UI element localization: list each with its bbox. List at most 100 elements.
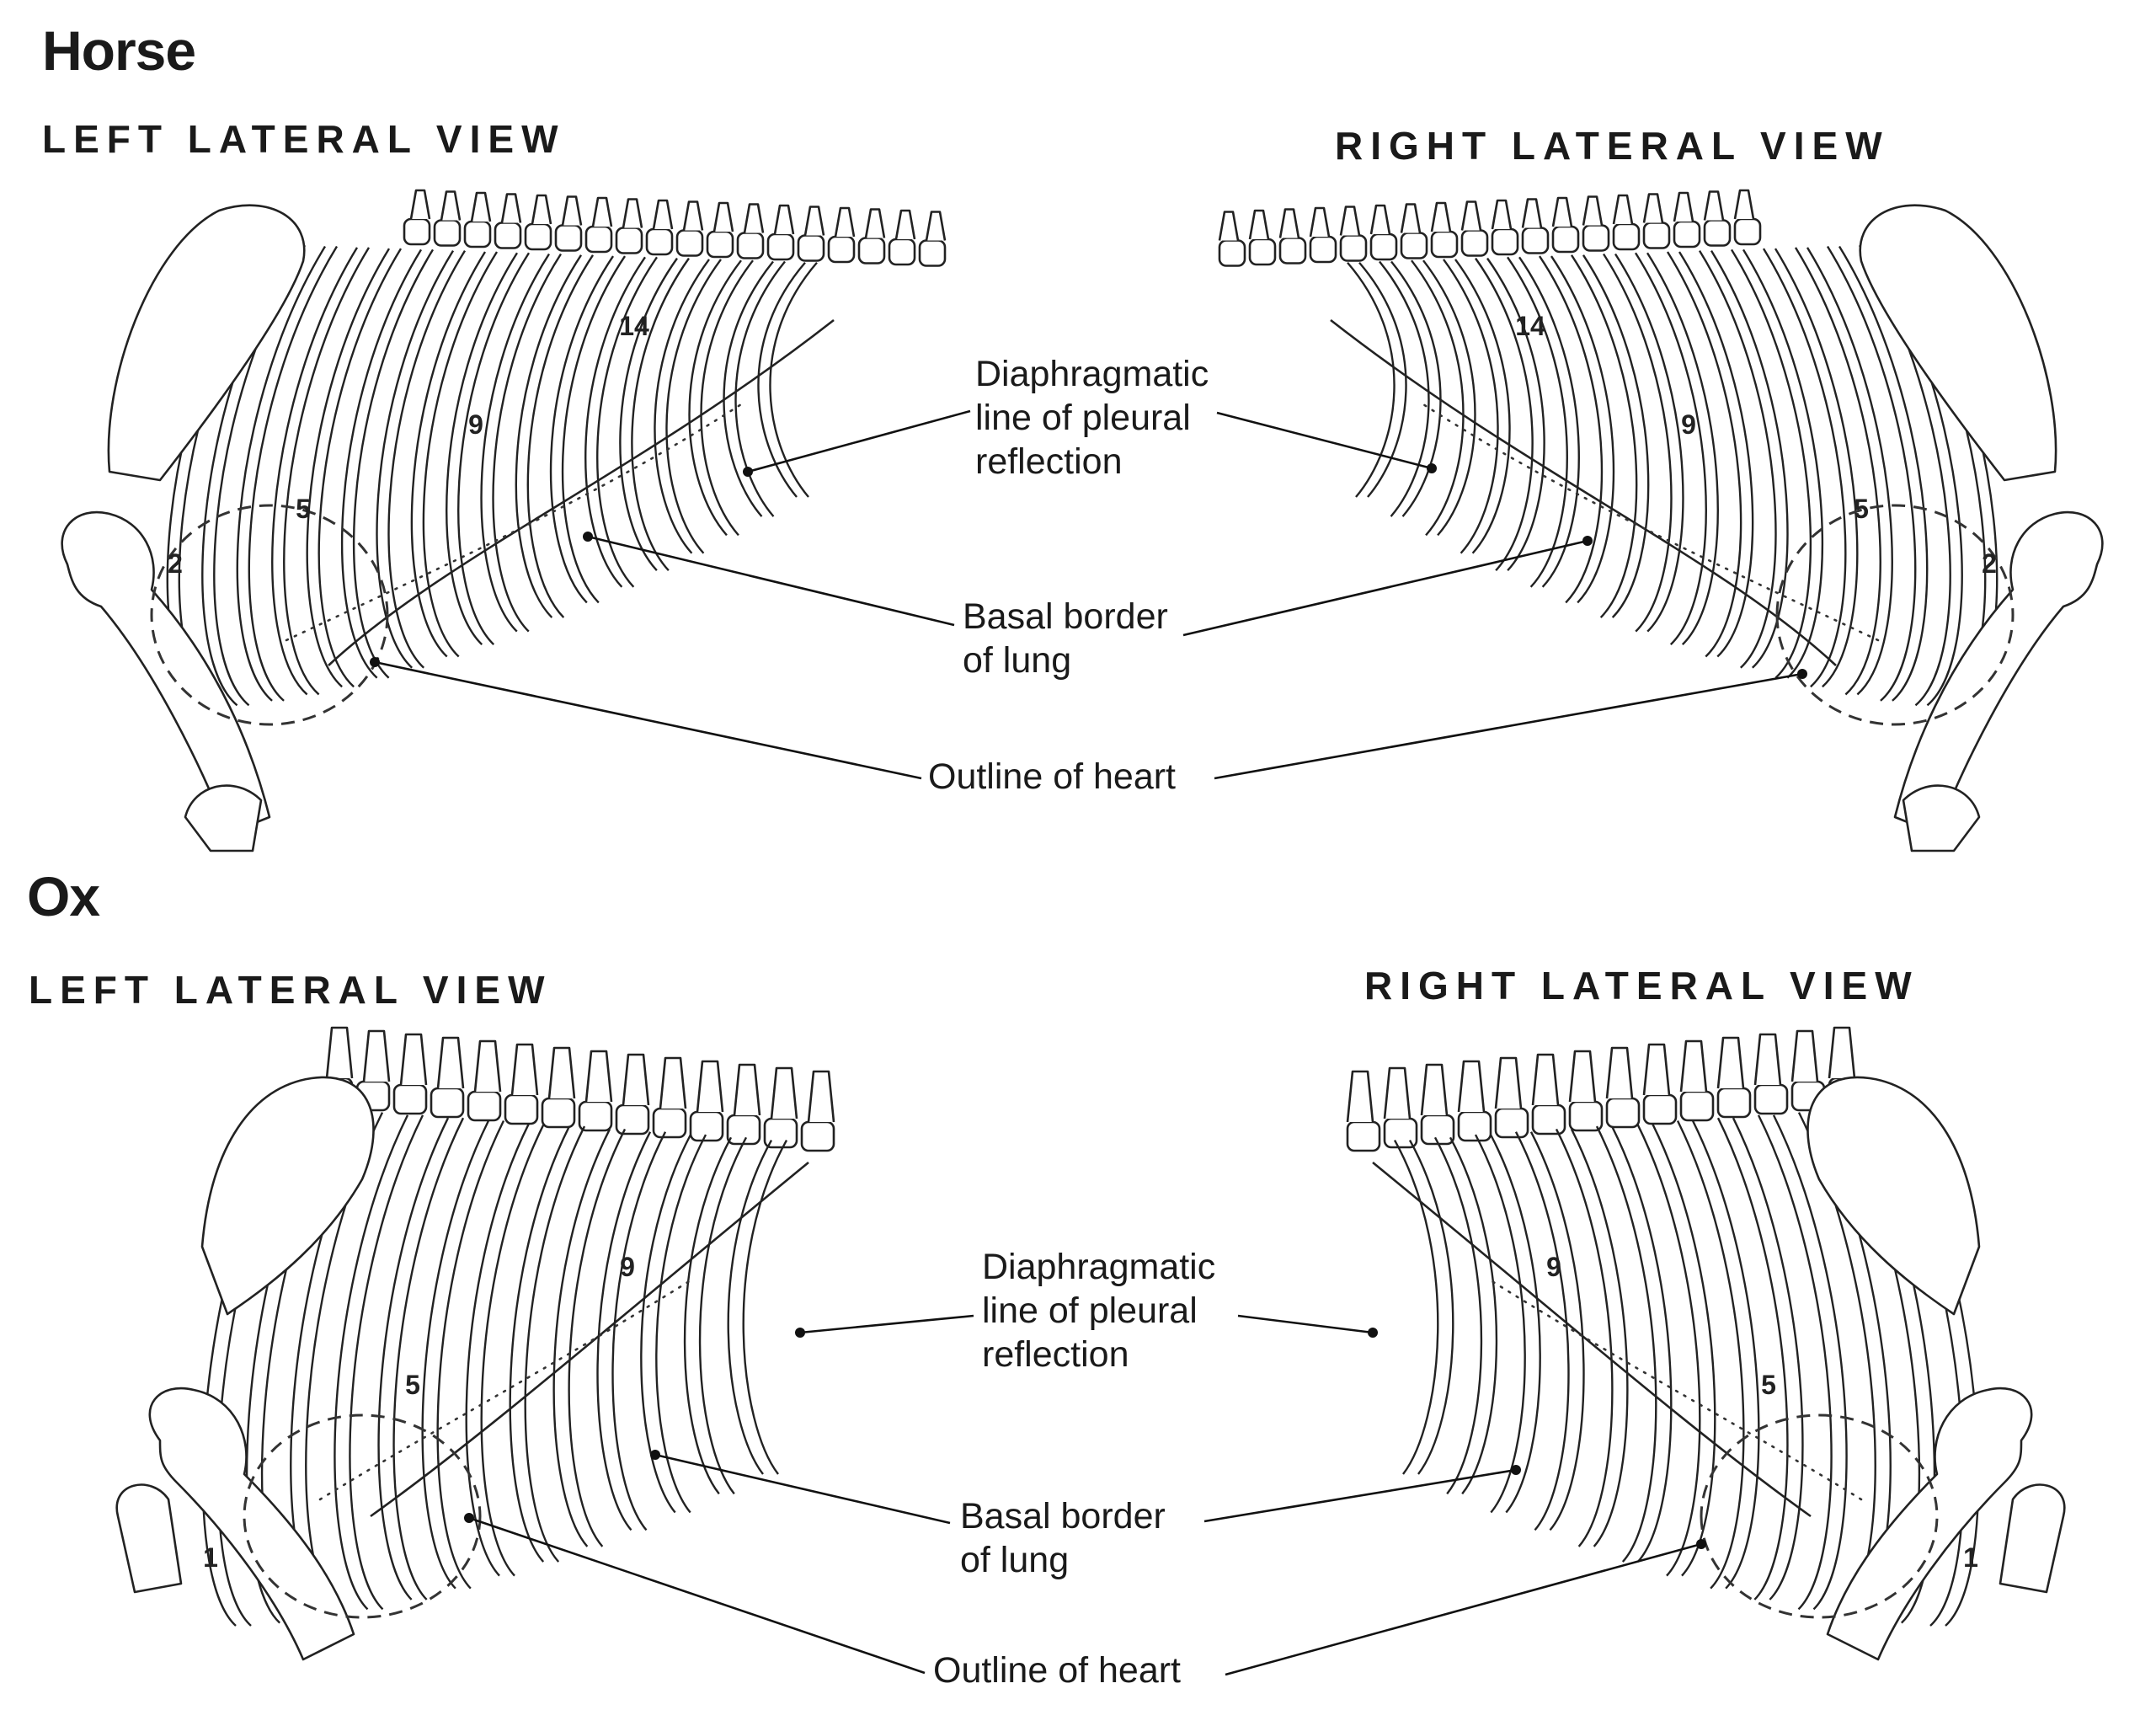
ox-leader-lines	[464, 1314, 1706, 1676]
horse-right-rib	[1422, 259, 1476, 537]
ox-right-vertebra	[1568, 1100, 1604, 1132]
horse-right-rib-number-9: 9	[1681, 409, 1696, 440]
horse-right-rib-edge	[1507, 256, 1568, 588]
ox-right-spinous-process	[1420, 1063, 1449, 1116]
horse-right-spinous-process	[1430, 201, 1452, 232]
horse-left-rib-number-14: 14	[619, 311, 649, 341]
horse-left-spinous-process	[834, 206, 856, 238]
ox-heart-outline-label: Outline of heart	[933, 1650, 1182, 1691]
ox-left-skeleton: 159	[115, 1026, 835, 1661]
horse-left-rib	[757, 261, 806, 498]
horse-right-rib	[1774, 248, 1859, 688]
horse-right-vertebra	[1218, 239, 1246, 267]
horse-right-forelimb	[1902, 784, 1981, 852]
ox-left-rib-number-9: 9	[620, 1252, 635, 1282]
horse-right-rib	[1710, 250, 1789, 669]
ox-right-spinous-process	[1568, 1050, 1597, 1103]
horse-right-basal-border-line	[1422, 403, 1880, 642]
horse-leader-lines	[370, 409, 1807, 780]
horse-left-rib-edge	[526, 254, 595, 618]
ox-left-vertebra	[652, 1107, 687, 1139]
ox-left-rib-edge	[436, 1119, 505, 1590]
horse-right-rib	[1646, 252, 1719, 646]
horse-left-rib-edge	[422, 251, 499, 658]
horse-left-vertebra	[675, 229, 704, 257]
horse-left-spinous-process	[440, 190, 462, 221]
ox-left-spinous-process	[547, 1046, 576, 1099]
horse-right-rib	[1806, 247, 1893, 696]
horse-right-rib-edge	[1666, 251, 1742, 658]
horse-left-rib	[549, 255, 614, 604]
ox-right-skeleton: 159	[1346, 1026, 2066, 1661]
horse-right-vertebra	[1339, 234, 1368, 262]
horse-right-diaphragm-dot	[1427, 463, 1437, 473]
ox-left-spinous-process	[399, 1033, 428, 1086]
ox-right-rib-edge	[1555, 1128, 1614, 1547]
ox-right-rib-edge	[1676, 1119, 1745, 1590]
horse-left-rib	[654, 259, 710, 554]
horse-right-rib	[1742, 248, 1824, 679]
ox-left-rib	[334, 1114, 409, 1611]
ox-left-vertebra	[615, 1103, 650, 1136]
ox-right-spinous-process	[1531, 1053, 1560, 1106]
ox-left-heart-leader	[468, 1516, 926, 1675]
horse-left-vertebra	[736, 232, 765, 259]
horse-right-rib	[1486, 257, 1545, 572]
horse-left-scapula	[107, 204, 306, 482]
horse-left-spinous-process	[925, 211, 947, 241]
ox-right-vertebra	[1642, 1093, 1678, 1125]
horse-right-spinous-process	[1309, 206, 1331, 238]
horse-left-spinous-process	[712, 201, 734, 232]
ox-right-rib-edge	[1433, 1136, 1483, 1495]
ox-right-vertebra	[1679, 1090, 1715, 1122]
horse-left-spinous-process	[531, 194, 552, 225]
horse-left-vertebra	[554, 224, 583, 252]
horse-right-rib-edge	[1443, 259, 1499, 554]
ox-diaphragmatic-label: Diaphragmatic line of pleural reflection	[982, 1247, 1216, 1375]
horse-left-heart-dot	[370, 657, 380, 667]
horse-right-spinous-process	[1673, 191, 1694, 222]
ox-right-vertebra	[1753, 1083, 1789, 1115]
ox-left-spinous-process	[473, 1039, 502, 1093]
ox-right-view-heading: RIGHT LATERAL VIEW	[1364, 964, 1919, 1007]
horse-right-view-heading: RIGHT LATERAL VIEW	[1335, 124, 1890, 168]
horse-left-diaphragmatic-line	[328, 318, 835, 666]
horse-left-rib-edge	[631, 257, 690, 572]
ox-left-vertebra	[800, 1120, 835, 1152]
ox-left-heart-outline	[243, 1413, 482, 1619]
horse-right-rib-edge	[1539, 255, 1604, 604]
horse-left-basal-leader	[587, 535, 955, 627]
horse-right-rib	[1550, 255, 1615, 604]
horse-right-spinous-process	[1733, 189, 1755, 220]
ox-right-rib	[1691, 1119, 1760, 1590]
horse-right-spinous-process	[1551, 196, 1573, 227]
horse-left-rib	[723, 260, 774, 517]
ox-right-spinous-process	[1494, 1056, 1523, 1109]
ox-left-rib-number-1: 1	[203, 1542, 218, 1573]
ox-left-basal-leader	[654, 1453, 951, 1525]
horse-right-rib-edge	[1698, 250, 1777, 669]
ox-left-vertebral-column	[318, 1026, 835, 1152]
horse-left-rib-edge	[387, 250, 467, 669]
horse-left-vertebra	[584, 225, 613, 254]
ox-left-rib	[377, 1117, 450, 1600]
horse-right-vertebra	[1703, 219, 1732, 247]
horse-left-vertebra	[433, 219, 462, 247]
horse-left-rib	[376, 250, 455, 669]
ox-left-vertebra	[467, 1090, 502, 1122]
horse-left-rib-edge	[248, 245, 339, 702]
horse-left-vertebra	[645, 227, 674, 256]
ox-left-rib	[640, 1134, 692, 1514]
horse-right-rib	[1390, 260, 1442, 517]
ox-right-rib-edge	[1595, 1125, 1657, 1563]
horse-left-vertebral-column	[403, 189, 947, 267]
horse-left-spinous-process	[743, 203, 765, 233]
ox-left-spinous-process	[510, 1043, 539, 1096]
ox-right-basal-leader	[1203, 1468, 1517, 1523]
ox-left-vertebra	[430, 1087, 465, 1119]
horse-right-vertebra	[1673, 220, 1701, 248]
horse-left-spinous-process	[682, 200, 704, 231]
horse-right-vertebra	[1491, 227, 1519, 256]
ox-left-spinous-process	[362, 1029, 391, 1082]
ox-left-basal-border-line	[318, 1279, 692, 1501]
